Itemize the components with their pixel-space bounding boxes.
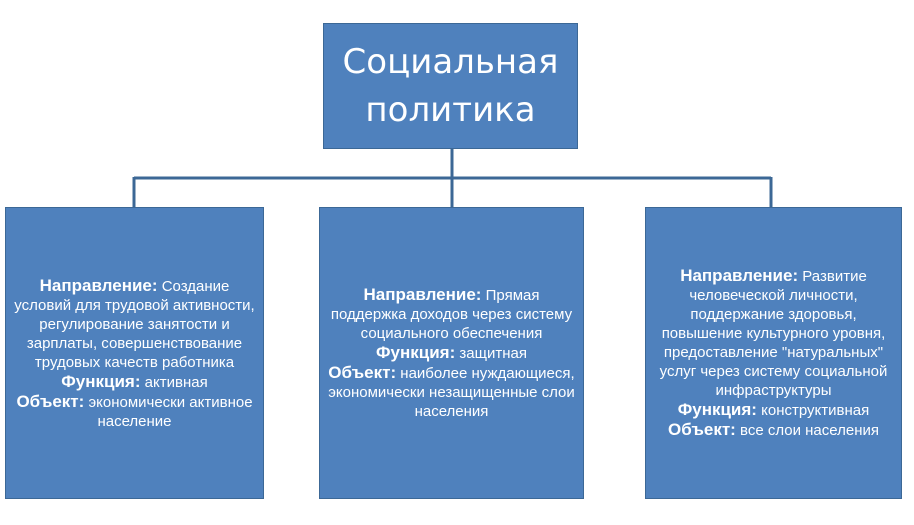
branch-object: Объект: наиболее нуждающиеся, экономичес… [328, 363, 575, 421]
branch-direction: Направление: Прямая поддержка доходов че… [328, 285, 575, 343]
branch-function: Функция: активная [61, 372, 207, 392]
branch-object: Объект: все слои населения [668, 420, 879, 440]
branch-function: Функция: конструктивная [678, 400, 870, 420]
object-label: Объект: [16, 391, 85, 411]
function-label: Функция: [677, 400, 757, 419]
branch-direction: Направление: Создание условий для трудов… [14, 276, 255, 372]
object-label: Объект: [668, 420, 736, 439]
direction-text: Прямая поддержка доходов через систему с… [330, 287, 573, 342]
function-text: конструктивная [761, 402, 870, 419]
root-title-line1: Социальная [342, 42, 559, 82]
function-label: Функция: [61, 371, 141, 391]
object-text: экономически активное население [88, 393, 253, 430]
root-title-line2: политика [365, 90, 536, 130]
direction-label: Направление: [39, 275, 158, 295]
object-label: Объект: [328, 363, 397, 382]
direction-label: Направление: [680, 266, 799, 285]
object-text: наиболее нуждающиеся, экономически незащ… [328, 365, 575, 420]
function-text: активная [144, 373, 208, 391]
function-label: Функция: [376, 343, 456, 362]
branch-node-constructive: Направление: Развитие человеческой лично… [645, 207, 902, 499]
direction-label: Направление: [363, 285, 482, 304]
branch-direction: Направление: Развитие человеческой лично… [654, 266, 893, 400]
branch-node-active: Направление: Создание условий для трудов… [5, 207, 264, 499]
branch-object: Объект: экономически активное население [14, 392, 255, 431]
branch-function: Функция: защитная [376, 343, 527, 363]
direction-text: Создание условий для трудовой активности… [14, 277, 255, 371]
direction-text: Развитие человеческой личности, поддержа… [659, 268, 888, 399]
branch-node-protective: Направление: Прямая поддержка доходов че… [319, 207, 584, 499]
root-node-social-policy: Социальная политика [323, 23, 578, 149]
function-text: защитная [459, 345, 527, 362]
object-text: все слои населения [740, 422, 879, 439]
